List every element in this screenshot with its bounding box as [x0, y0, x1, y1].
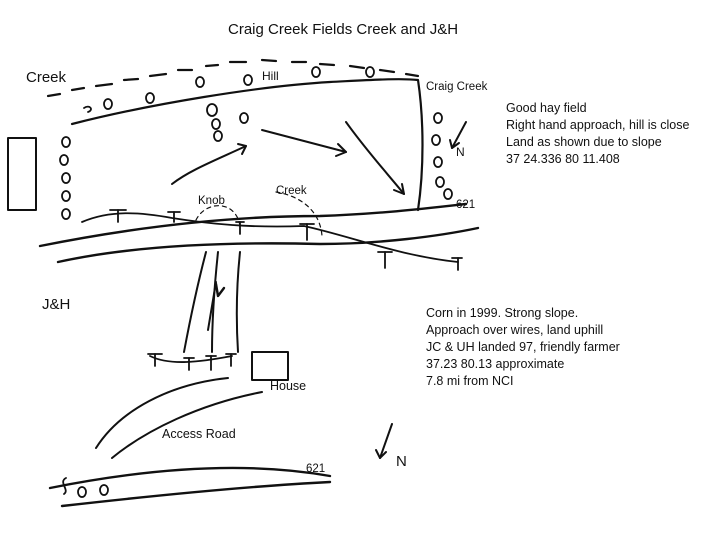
road-621-lower-label: 621	[306, 463, 326, 475]
upper-field-boundary	[70, 78, 424, 212]
creek-dashed-line	[275, 191, 323, 237]
craig-creek-bushes	[431, 112, 453, 200]
top-bushes	[103, 66, 375, 110]
creek-left-label: Creek	[26, 69, 67, 86]
note-line: 7.8 mi from NCI	[426, 374, 514, 388]
note-line: Right hand approach, hill is close	[506, 118, 690, 132]
note-line: Corn in 1999. Strong slope.	[426, 306, 579, 320]
left-edge-bushes	[59, 105, 92, 220]
page-title: Craig Creek Fields Creek and J&H	[228, 21, 459, 38]
note-line: 37 24.336 80 11.408	[506, 152, 620, 166]
approach-arrows-upper	[171, 121, 405, 195]
north-label-upper: N	[456, 145, 465, 159]
lower-bushes	[62, 477, 109, 498]
road-621-upper-label: 621	[456, 199, 476, 211]
jh-approach	[183, 251, 241, 353]
note-line: Approach over wires, land uphill	[426, 323, 604, 337]
jh-power-poles	[147, 353, 237, 371]
road-621-lower	[48, 466, 332, 508]
lower-notes: Corn in 1999. Strong slope. Approach ove…	[426, 305, 620, 390]
note-line: 37.23 80.13 approximate	[426, 357, 565, 371]
hill-label: Hill	[262, 69, 279, 83]
access-road	[95, 377, 263, 459]
left-building	[7, 137, 37, 211]
top-tree-line	[46, 58, 420, 98]
north-arrow-lower	[375, 423, 393, 459]
house-outline	[251, 351, 289, 381]
north-label-lower: N	[396, 453, 407, 470]
note-line: JC & UH landed 97, friendly farmer	[426, 340, 620, 354]
access-road-label: Access Road	[162, 427, 236, 441]
road-621-upper	[38, 202, 480, 264]
craig-creek-label: Craig Creek	[426, 81, 488, 93]
upper-notes: Good hay field Right hand approach, hill…	[506, 100, 689, 168]
knob-label: Knob	[198, 195, 225, 207]
note-line: Good hay field	[506, 101, 587, 115]
power-line	[81, 209, 463, 271]
north-arrow-upper	[449, 121, 467, 149]
creek-mid-label: Creek	[276, 185, 307, 197]
note-line: Land as shown due to slope	[506, 135, 662, 149]
house-label: House	[270, 379, 307, 393]
field-trees	[206, 103, 249, 142]
jh-label: J&H	[42, 296, 71, 313]
